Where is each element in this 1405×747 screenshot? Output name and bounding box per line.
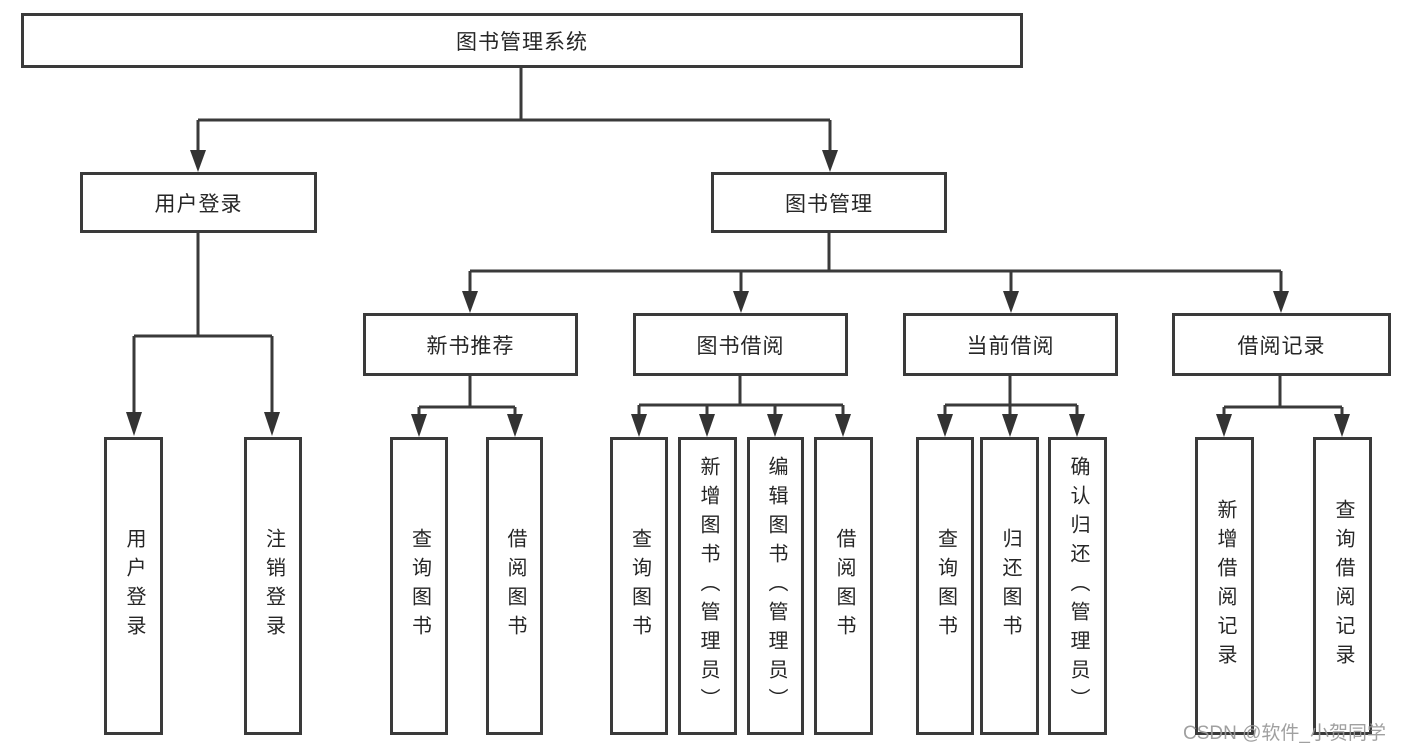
node-book-borrowing-label: 图书借阅 <box>696 334 785 358</box>
leaf-records-add-record-label: 新增借阅记录 <box>1214 499 1236 673</box>
leaf-logout-login: 注销登录 <box>244 437 302 735</box>
leaf-user-login: 用户登录 <box>104 437 163 735</box>
leaf-current-return-books: 归还图书 <box>980 437 1039 735</box>
leaf-current-query-books-label: 查询图书 <box>934 528 957 644</box>
leaf-current-confirm-return-admin: 确认归还（管理员） <box>1048 437 1107 735</box>
node-current-borrowing-label: 当前借阅 <box>966 334 1055 358</box>
arrowheads <box>126 150 1350 437</box>
csdn-watermark: CSDN @软件_小贺同学 <box>1183 723 1386 744</box>
leaf-user-login-label: 用户登录 <box>123 528 145 644</box>
leaf-records-add-record: 新增借阅记录 <box>1195 437 1254 735</box>
node-root-label: 图书管理系统 <box>456 30 588 54</box>
leaf-borrowing-borrow-books-label: 借阅图书 <box>833 528 855 644</box>
leaf-borrowing-query-books-label: 查询图书 <box>628 528 651 644</box>
leaf-logout-login-label: 注销登录 <box>262 528 285 644</box>
leaf-borrowing-borrow-books: 借阅图书 <box>814 437 873 735</box>
leaf-borrowing-query-books: 查询图书 <box>610 437 668 735</box>
leaf-borrowing-edit-books-admin: 编辑图书（管理员） <box>747 437 804 735</box>
leaf-current-confirm-return-admin-label: 确认归还（管理员） <box>1067 455 1089 717</box>
leaf-borrowing-add-books-admin-label: 新增图书（管理员） <box>697 455 719 717</box>
node-new-books: 新书推荐 <box>363 313 578 376</box>
leaf-current-return-books-label: 归还图书 <box>999 528 1021 644</box>
leaf-newbooks-borrow-books: 借阅图书 <box>486 437 543 735</box>
node-user-login: 用户登录 <box>80 172 317 233</box>
node-current-borrowing: 当前借阅 <box>903 313 1118 376</box>
node-new-books-label: 新书推荐 <box>426 334 515 358</box>
node-book-borrowing: 图书借阅 <box>633 313 848 376</box>
node-book-management: 图书管理 <box>711 172 947 233</box>
node-user-login-label: 用户登录 <box>154 192 243 216</box>
leaf-records-query-record: 查询借阅记录 <box>1313 437 1372 735</box>
leaf-borrowing-add-books-admin: 新增图书（管理员） <box>678 437 737 735</box>
leaf-current-query-books: 查询图书 <box>916 437 974 735</box>
leaf-borrowing-edit-books-admin-label: 编辑图书（管理员） <box>765 455 787 717</box>
node-borrow-records-label: 借阅记录 <box>1237 334 1326 358</box>
leaf-records-query-record-label: 查询借阅记录 <box>1332 499 1354 673</box>
leaf-newbooks-query-books-label: 查询图书 <box>408 528 431 644</box>
leaf-newbooks-query-books: 查询图书 <box>390 437 448 735</box>
node-borrow-records: 借阅记录 <box>1172 313 1391 376</box>
node-book-management-label: 图书管理 <box>785 192 873 216</box>
node-root: 图书管理系统 <box>21 13 1023 68</box>
leaf-newbooks-borrow-books-label: 借阅图书 <box>504 528 526 644</box>
